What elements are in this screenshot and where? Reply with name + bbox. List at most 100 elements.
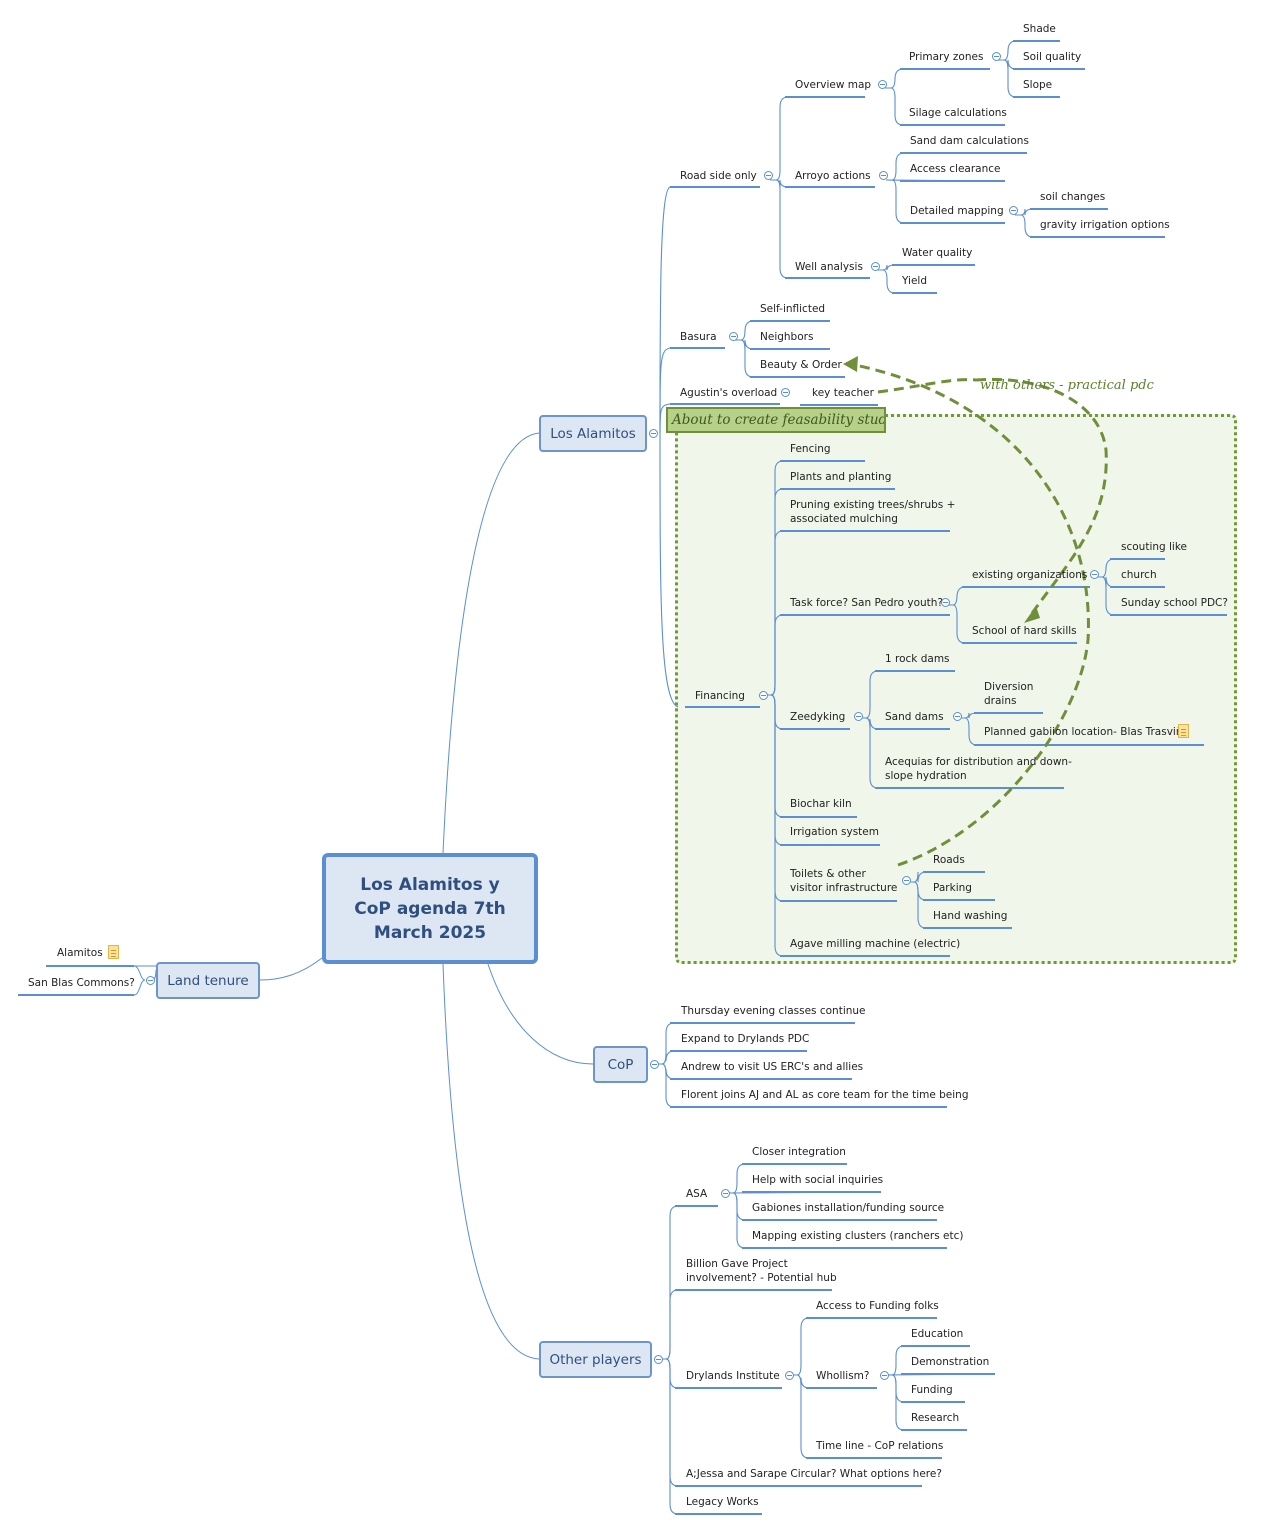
node-toilets-line-1[interactable]: Toilets & other (790, 868, 866, 880)
collapse-toggle-icon[interactable] (941, 598, 950, 607)
collapse-toggle-icon[interactable] (953, 712, 962, 721)
node-florent-joins[interactable]: Florent joins AJ and AL as core team for… (681, 1089, 969, 1101)
note-icon[interactable] (108, 945, 119, 959)
node-planned-gabion[interactable]: Planned gabiion location- Blas Trasviña (984, 726, 1189, 738)
node-access-clearance[interactable]: Access clearance (910, 163, 1001, 175)
node-san-blas-commons[interactable]: San Blas Commons? (28, 977, 135, 989)
node-beauty-order[interactable]: Beauty & Order (760, 359, 842, 371)
node-church[interactable]: church (1121, 569, 1157, 581)
node-well-analysis[interactable]: Well analysis (795, 261, 863, 273)
node-soil-quality[interactable]: Soil quality (1023, 51, 1082, 63)
node-school-of-hard-skills[interactable]: School of hard skills (972, 625, 1077, 637)
node-closer-integration[interactable]: Closer integration (752, 1146, 846, 1158)
collapse-toggle-icon[interactable] (764, 171, 773, 180)
collapse-toggle-icon[interactable] (650, 1060, 659, 1069)
node-billion-line-2[interactable]: involvement? - Potential hub (686, 1272, 837, 1284)
node-water-quality[interactable]: Water quality (902, 247, 973, 259)
node-demonstration[interactable]: Demonstration (911, 1356, 990, 1368)
collapse-toggle-icon[interactable] (649, 429, 658, 438)
node-agave-milling[interactable]: Agave milling machine (electric) (790, 938, 961, 950)
node-acequias-line-2[interactable]: slope hydration (885, 770, 967, 782)
node-basura[interactable]: Basura (680, 331, 717, 343)
node-road-side-only[interactable]: Road side only (680, 170, 757, 182)
collapse-toggle-icon[interactable] (781, 388, 790, 397)
collapse-toggle-icon[interactable] (654, 1355, 663, 1364)
node-self-inflicted[interactable]: Self-inflicted (760, 303, 826, 315)
node-slope[interactable]: Slope (1023, 79, 1053, 91)
node-agustins-overload[interactable]: Agustin's overload (680, 387, 778, 399)
collapse-toggle-icon[interactable] (759, 691, 768, 700)
node-primary-zones[interactable]: Primary zones (909, 51, 984, 63)
node-thursday-classes[interactable]: Thursday evening classes continue (681, 1005, 866, 1017)
node-diversion-line-2[interactable]: drains (984, 695, 1017, 707)
node-zeedyking[interactable]: Zeedyking (790, 711, 846, 723)
node-sand-dams[interactable]: Sand dams (885, 711, 944, 723)
node-financing[interactable]: Financing (695, 690, 745, 702)
node-detailed-mapping[interactable]: Detailed mapping (910, 205, 1004, 217)
node-whollism[interactable]: Whollism? (816, 1370, 870, 1382)
node-gravity-irrigation[interactable]: gravity irrigation options (1040, 219, 1170, 231)
collapse-toggle-icon[interactable] (785, 1371, 794, 1380)
collapse-toggle-icon[interactable] (1090, 570, 1099, 579)
node-fencing[interactable]: Fencing (790, 443, 831, 455)
topic-other-players[interactable]: Other players (539, 1341, 652, 1378)
node-neighbors[interactable]: Neighbors (760, 331, 814, 343)
node-acequias-line-1[interactable]: Acequias for distribution and down- (885, 756, 1072, 768)
topic-land-tenure[interactable]: Land tenure (156, 962, 260, 999)
node-toilets-line-2[interactable]: visitor infrastructure (790, 882, 898, 894)
topic-cop[interactable]: CoP (593, 1046, 648, 1083)
boundary-label[interactable]: About to create feasability study (666, 407, 886, 433)
node-scouting-like[interactable]: scouting like (1121, 541, 1188, 553)
node-plants-and-planting[interactable]: Plants and planting (790, 471, 892, 483)
node-help-social-inquiries[interactable]: Help with social inquiries (752, 1174, 884, 1186)
node-drylands-institute[interactable]: Drylands Institute (686, 1370, 780, 1382)
node-sunday-school[interactable]: Sunday school PDC? (1121, 597, 1228, 609)
central-topic[interactable]: Los Alamitos y CoP agenda 7th March 2025 (322, 853, 538, 964)
collapse-toggle-icon[interactable] (878, 80, 887, 89)
node-task-force[interactable]: Task force? San Pedro youth? (790, 597, 944, 609)
collapse-toggle-icon[interactable] (1009, 206, 1018, 215)
collapse-toggle-icon[interactable] (879, 171, 888, 180)
node-yield[interactable]: Yield (902, 275, 927, 287)
node-ajessa-sarape[interactable]: A;Jessa and Sarape Circular? What option… (686, 1468, 942, 1480)
collapse-toggle-icon[interactable] (871, 262, 880, 271)
node-shade[interactable]: Shade (1023, 23, 1056, 35)
node-alamitos[interactable]: Alamitos (57, 947, 103, 959)
node-timeline-cop-relations[interactable]: Time line - CoP relations (816, 1440, 944, 1452)
node-overview-map[interactable]: Overview map (795, 79, 872, 91)
collapse-toggle-icon[interactable] (721, 1189, 730, 1198)
node-parking[interactable]: Parking (933, 882, 972, 894)
collapse-toggle-icon[interactable] (880, 1371, 889, 1380)
node-legacy-works[interactable]: Legacy Works (686, 1496, 759, 1508)
node-roads[interactable]: Roads (933, 854, 965, 866)
node-rock-dams[interactable]: 1 rock dams (885, 653, 950, 665)
node-billion-line-1[interactable]: Billion Gave Project (686, 1258, 788, 1270)
collapse-toggle-icon[interactable] (992, 52, 1001, 61)
node-gabiones-installation[interactable]: Gabiones installation/funding source (752, 1202, 945, 1214)
node-sand-dam-calculations[interactable]: Sand dam calculations (910, 135, 1029, 147)
node-funding[interactable]: Funding (911, 1384, 953, 1396)
collapse-toggle-icon[interactable] (854, 712, 863, 721)
node-asa[interactable]: ASA (686, 1188, 708, 1200)
node-existing-organizations[interactable]: existing organizations (972, 569, 1088, 581)
node-mapping-clusters[interactable]: Mapping existing clusters (ranchers etc) (752, 1230, 964, 1242)
node-arroyo-actions[interactable]: Arroyo actions (795, 170, 871, 182)
topic-los-alamitos[interactable]: Los Alamitos (539, 415, 647, 452)
note-icon[interactable] (1178, 724, 1189, 738)
node-soil-changes[interactable]: soil changes (1040, 191, 1106, 203)
node-expand-drylands-pdc[interactable]: Expand to Drylands PDC (681, 1033, 810, 1045)
relationship-label[interactable]: with others - practical pdc (980, 378, 1154, 393)
node-andrew-visit[interactable]: Andrew to visit US ERC's and allies (681, 1061, 864, 1073)
node-hand-washing[interactable]: Hand washing (933, 910, 1008, 922)
collapse-toggle-icon[interactable] (902, 876, 911, 885)
collapse-toggle-icon[interactable] (146, 976, 155, 985)
node-key-teacher[interactable]: key teacher (812, 387, 874, 399)
node-biochar-kiln[interactable]: Biochar kiln (790, 798, 852, 810)
node-pruning-line-1[interactable]: Pruning existing trees/shrubs + (790, 499, 956, 511)
node-irrigation-system[interactable]: Irrigation system (790, 826, 879, 838)
node-silage-calculations[interactable]: Silage calculations (909, 107, 1007, 119)
node-education[interactable]: Education (911, 1328, 964, 1340)
collapse-toggle-icon[interactable] (729, 332, 738, 341)
node-pruning-line-2[interactable]: associated mulching (790, 513, 898, 525)
node-access-funding-folks[interactable]: Access to Funding folks (816, 1300, 939, 1312)
